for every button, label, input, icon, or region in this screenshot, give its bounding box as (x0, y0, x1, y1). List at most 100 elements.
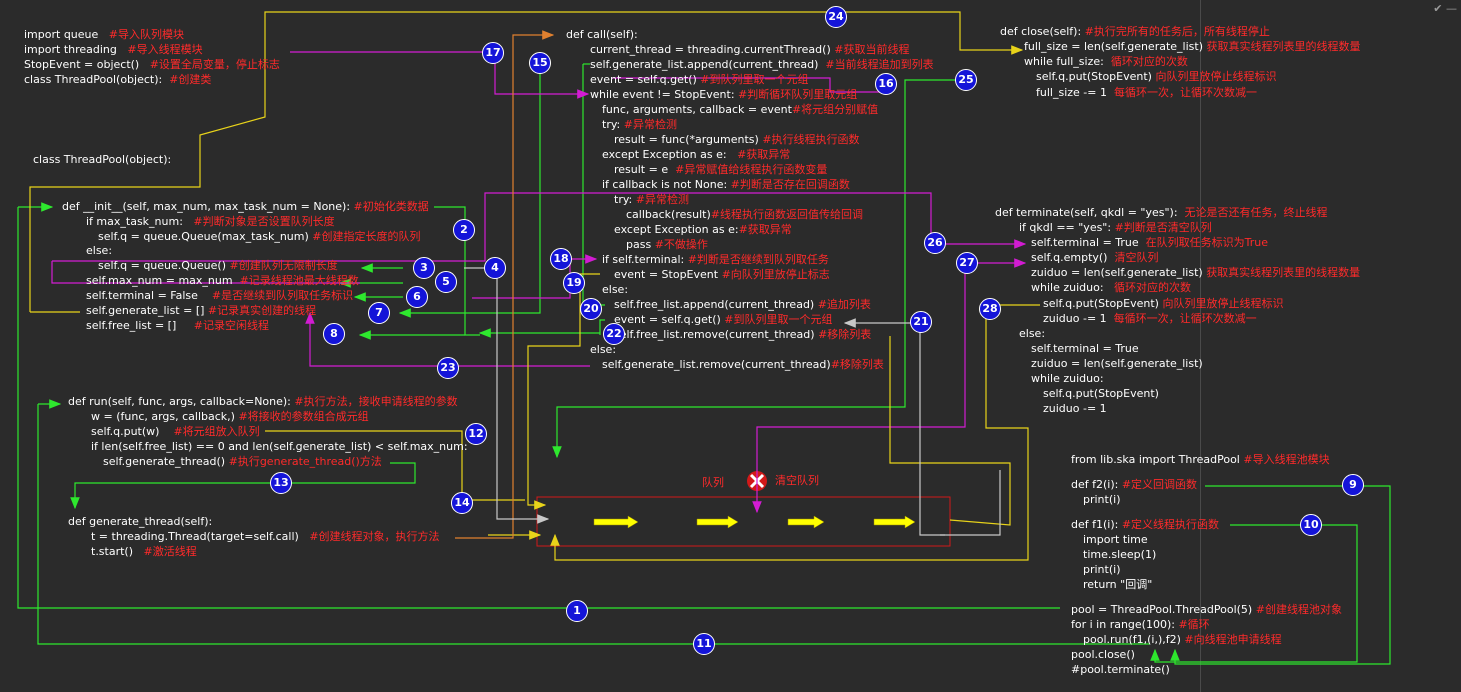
step-badge-10: 10 (1300, 514, 1322, 536)
code-line: zuiduo = len(self.generate_list) 获取真实线程列… (1031, 266, 1361, 279)
step-badge-1: 1 (566, 600, 588, 622)
code-line: event = self.q.get() #到队列里取一个元组 (590, 73, 809, 86)
code-line: print(i) (1083, 493, 1121, 506)
queue-label: 队列 (702, 475, 724, 489)
code-line: if len(self.free_list) == 0 and len(self… (91, 440, 468, 453)
code-line: callback(result)#线程执行函数返回值传给回调 (626, 208, 863, 221)
step-badge-19: 19 (563, 272, 585, 294)
code-line: except Exception as e:#获取异常 (614, 223, 792, 236)
step-badge-15: 15 (529, 52, 551, 74)
step-badge-26: 26 (924, 232, 946, 254)
code-line: if callback is not None: #判断是否存在回调函数 (602, 178, 850, 191)
step-badge-6: 6 (406, 286, 428, 308)
code-line: def f2(i): #定义回调函数 (1071, 478, 1198, 491)
code-line: class ThreadPool(object): #创建类 (24, 73, 212, 86)
code-line: for i in range(100): #循环 (1071, 618, 1210, 631)
step-badge-8: 8 (323, 323, 345, 345)
code-line: full_size = len(self.generate_list) 获取真实… (1024, 40, 1361, 53)
step-badge-24: 24 (825, 6, 847, 28)
code-line: self.generate_list = [] #记录真实创建的线程 (86, 304, 317, 317)
code-line: pool.run(f1,(i,),f2) #向线程池申请线程 (1083, 633, 1282, 646)
code-line: if max_task_num: #判断对象是否设置队列长度 (86, 215, 335, 228)
code-line: self.free_list.remove(current_thread) #移… (614, 328, 872, 341)
code-line: self.terminal = True (1031, 342, 1139, 355)
code-line: self.q = queue.Queue(max_task_num) #创建指定… (98, 230, 421, 243)
code-line: self.generate_list.append(current_thread… (590, 58, 934, 71)
code-line: pool.close() (1071, 648, 1135, 661)
code-line: result = e #异常赋值给线程执行函数变量 (614, 163, 828, 176)
code-line: from lib.ska import ThreadPool #导入线程池模块 (1071, 453, 1330, 466)
step-badge-20: 20 (580, 298, 602, 320)
code-line: self.q.put(StopEvent) 向队列里放停止线程标识 (1043, 297, 1284, 310)
code-line: import time (1083, 533, 1148, 546)
code-line: self.q.put(w) #将元组放入队列 (91, 425, 260, 438)
code-line: import queue #导入队列模块 (24, 28, 184, 41)
step-badge-11: 11 (693, 633, 715, 655)
code-line: zuiduo = len(self.generate_list) (1031, 357, 1203, 370)
code-line: try: #异常检测 (614, 193, 689, 206)
code-line: print(i) (1083, 563, 1121, 576)
step-badge-27: 27 (956, 252, 978, 274)
code-line: def f1(i): #定义线程执行函数 (1071, 518, 1220, 531)
step-badge-3: 3 (413, 257, 435, 279)
code-line: def run(self, func, args, callback=None)… (68, 395, 458, 408)
code-line: self.q.put(StopEvent) (1043, 387, 1159, 400)
step-badge-21: 21 (910, 311, 932, 333)
step-badge-13: 13 (270, 472, 292, 494)
code-line: def close(self): #执行完所有的任务后，所有线程停止 (1000, 25, 1270, 38)
code-line: if self.terminal: #判断是否继续到队列取任务 (602, 253, 829, 266)
code-line: zuiduo -= 1 每循环一次，让循环次数减一 (1043, 312, 1257, 325)
code-line: while event != StopEvent: #判断循环队列里取元组 (590, 88, 858, 101)
code-line: #pool.terminate() (1071, 663, 1170, 676)
code-line: result = func(*arguments) #执行线程执行函数 (614, 133, 860, 146)
step-badge-4: 4 (484, 257, 506, 279)
code-line: def call(self): (566, 28, 638, 41)
step-badge-7: 7 (368, 302, 390, 324)
step-badge-17: 17 (482, 42, 504, 64)
code-line: except Exception as e: #获取异常 (602, 148, 791, 161)
code-line: def terminate(self, qkdl = "yes"): 无论是否还… (995, 206, 1328, 219)
code-line: if qkdl == "yes": #判断是否清空队列 (1019, 221, 1212, 234)
code-line: func, arguments, callback = event#将元组分别赋… (602, 103, 879, 116)
code-line: else: (602, 283, 629, 296)
code-line: self.generate_thread() #执行generate_threa… (103, 455, 382, 468)
code-line: while full_size: 循环对应的次数 (1024, 55, 1188, 68)
step-badge-5: 5 (435, 271, 457, 293)
code-line: try: #异常检测 (602, 118, 677, 131)
step-badge-12: 12 (465, 423, 487, 445)
code-line: def __init__(self, max_num, max_task_num… (62, 200, 429, 213)
code-line: else: (590, 343, 617, 356)
code-line: def generate_thread(self): (68, 515, 213, 528)
code-line: self.q.empty() 清空队列 (1031, 251, 1159, 264)
code-line: import threading #导入线程模块 (24, 43, 203, 56)
step-badge-9: 9 (1342, 474, 1364, 496)
step-badge-2: 2 (453, 219, 475, 241)
code-line: zuiduo -= 1 (1043, 402, 1107, 415)
code-line: else: (86, 244, 113, 257)
code-line: t.start() #激活线程 (91, 545, 197, 558)
code-line: self.generate_list.remove(current_thread… (602, 358, 884, 371)
code-line: while zuiduo: 循环对应的次数 (1031, 281, 1192, 294)
code-line: class ThreadPool(object): (33, 153, 172, 166)
window-controls: ✔ — (1433, 2, 1457, 15)
code-line: full_size -= 1 每循环一次，让循环次数减一 (1036, 86, 1257, 99)
step-badge-16: 16 (875, 73, 897, 95)
step-badge-14: 14 (451, 492, 473, 514)
code-line: self.q.put(StopEvent) 向队列里放停止线程标识 (1036, 70, 1277, 83)
code-line: StopEvent = object() #设置全局变量，停止标志 (24, 58, 280, 71)
code-line: self.free_list = [] #记录空闲线程 (86, 319, 269, 332)
code-line: event = self.q.get() #到队列里取一个元组 (614, 313, 833, 326)
code-line: self.free_list.append(current_thread) #追… (614, 298, 871, 311)
code-line: else: (1019, 327, 1046, 340)
code-line: return "回调" (1083, 578, 1153, 591)
code-line: self.q = queue.Queue() #创建队列无限制长度 (98, 259, 338, 272)
code-line: self.terminal = True 在队列取任务标识为True (1031, 236, 1269, 249)
code-line: pool = ThreadPool.ThreadPool(5) #创建线程池对象 (1071, 603, 1342, 616)
code-line: w = (func, args, callback,) #将接收的参数组合成元组 (91, 410, 369, 423)
code-line: self.max_num = max_num #记录线程池最大线程数 (86, 274, 359, 287)
clear-queue-label: 清空队列 (775, 473, 819, 487)
code-line: pass #不做操作 (626, 238, 708, 251)
queue-box (536, 496, 951, 547)
code-line: time.sleep(1) (1083, 548, 1157, 561)
